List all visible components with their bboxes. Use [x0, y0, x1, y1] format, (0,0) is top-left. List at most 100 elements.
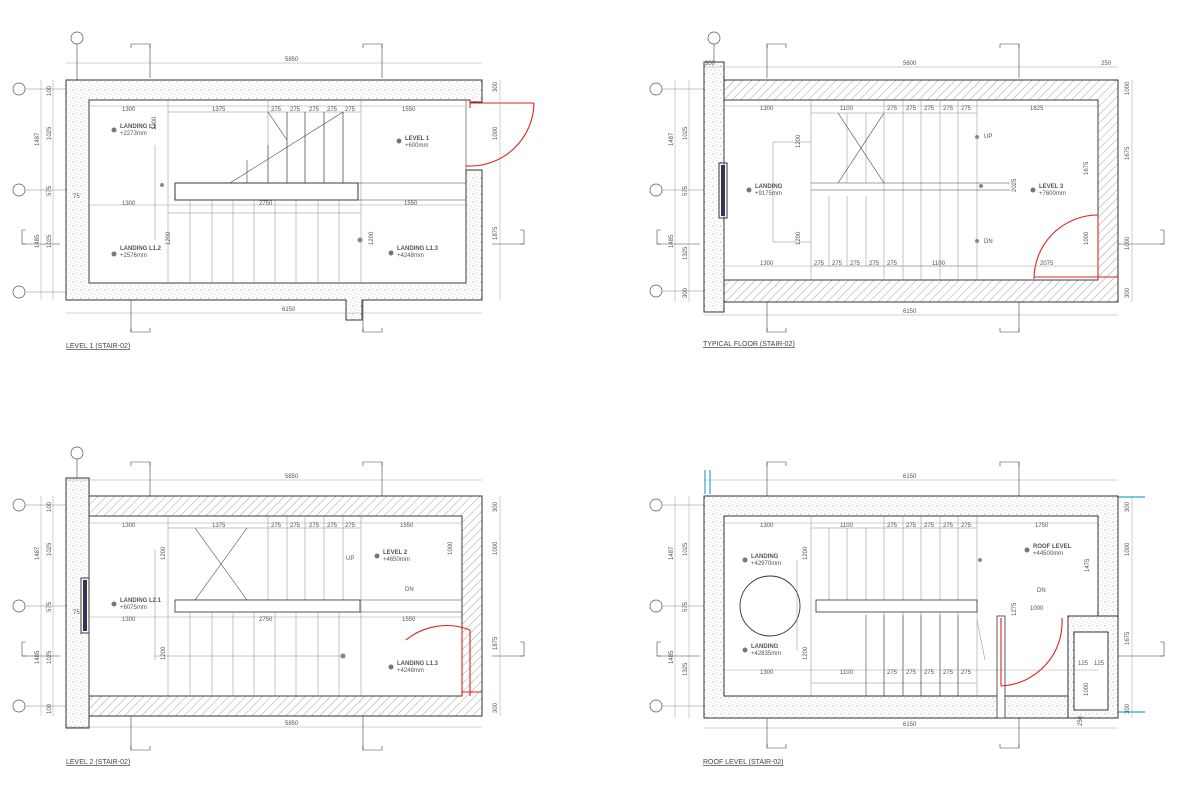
- landing-tag: ROOF LEVEL +44500mm: [1024, 544, 1072, 557]
- landing-tag: LEVEL 1 +600mm: [396, 136, 430, 149]
- dim-right: 300: [493, 501, 499, 512]
- dim-top-seg: 275: [961, 106, 972, 112]
- dim-top-seg: 275: [345, 107, 356, 113]
- dim-left: 1325: [683, 662, 689, 676]
- svg-text:+7600mm: +7600mm: [1039, 191, 1066, 197]
- dim-top-width: 5600: [903, 61, 917, 67]
- dim-right: 1000: [493, 541, 499, 555]
- dim-right: 1000: [1125, 236, 1131, 250]
- stair-treads: [772, 100, 1010, 280]
- door: [405, 624, 482, 696]
- dim-right: 1675: [1125, 146, 1131, 160]
- window-glass: [83, 580, 87, 631]
- dimensions: [674, 66, 1133, 316]
- dim-inner: 250: [1078, 715, 1084, 726]
- svg-text:LANDING: LANDING: [751, 554, 779, 560]
- dim-inner: 1000: [448, 541, 454, 555]
- dim-bot-seg: 275: [924, 670, 935, 676]
- dim-top-seg: 1300: [760, 523, 774, 529]
- dim-inner: 75: [73, 194, 80, 200]
- dim-left: 1487: [669, 546, 675, 560]
- dim-top-seg: 275: [943, 106, 954, 112]
- dim-top-seg: 1750: [1035, 523, 1049, 529]
- plan-typical: 5600 250 300 6150 1300 1100 275 275 275 …: [649, 31, 1165, 348]
- dim-top-right: 250: [1101, 61, 1112, 67]
- dim-bot-seg: 275: [906, 670, 917, 676]
- dim-inner: 1275: [1012, 602, 1018, 616]
- dim-left: 1025: [47, 126, 53, 140]
- dim-left: 1485: [35, 650, 41, 664]
- dim-inner: 1200: [796, 134, 802, 148]
- drawing-title: TYPICAL FLOOR (STAIR-02): [703, 341, 795, 348]
- dim-top-seg: 1300: [122, 523, 136, 529]
- dim-top-seg: 275: [906, 523, 917, 529]
- dim-bot-seg: 275: [943, 670, 954, 676]
- window-glass: [721, 165, 725, 216]
- dim-top-seg: 275: [327, 523, 338, 529]
- dim-inner: 1200: [161, 546, 167, 560]
- dim-right: 1875: [493, 226, 499, 240]
- dim-inner: 1000: [1084, 231, 1090, 245]
- svg-text:LANDING L1: LANDING L1: [120, 124, 157, 130]
- dim-bottom-width: 6150: [903, 309, 917, 315]
- dim-top-seg: 1550: [402, 107, 416, 113]
- svg-text:LEVEL 1: LEVEL 1: [405, 136, 430, 142]
- dim-top-seg: 275: [290, 523, 301, 529]
- dim-top-seg: 275: [943, 523, 954, 529]
- dim-top-seg: 275: [924, 106, 935, 112]
- svg-text:+9175mm: +9175mm: [755, 191, 782, 197]
- dim-mid-seg: 1300: [122, 617, 136, 623]
- drawing-title: LEVEL 1 (STAIR-02): [66, 343, 130, 350]
- dim-right: 1000: [1125, 81, 1131, 95]
- dim-top-seg: 275: [345, 523, 356, 529]
- dim-top-seg: 275: [924, 523, 935, 529]
- dim-left: 1487: [669, 132, 675, 146]
- dim-top-seg: 275: [887, 523, 898, 529]
- dim-top-width: 5850: [285, 57, 299, 63]
- landing-tag: LANDING +42970mm: [742, 554, 781, 567]
- dim-top-seg: 275: [271, 523, 282, 529]
- dim-top-seg: 275: [961, 523, 972, 529]
- dim-left: 1485: [669, 234, 675, 248]
- drawing-title: ROOF LEVEL (STAIR-02): [703, 759, 784, 766]
- dim-inner: 1200: [166, 231, 172, 245]
- dim-top-width: 6150: [903, 474, 917, 480]
- dim-left: 1025: [47, 234, 53, 248]
- plan-roof: 6150 6150 1300 1100 275 275 275 275 275 …: [649, 461, 1165, 766]
- dim-bot-seg: 1100: [840, 670, 854, 676]
- svg-text:LANDING L2.1: LANDING L2.1: [120, 598, 162, 604]
- dim-top-seg: 1100: [840, 106, 854, 112]
- dim-bot-seg: 275: [887, 670, 898, 676]
- landing-tag: LEVEL 3 +7600mm: [1030, 184, 1066, 197]
- section-marks: [21, 43, 525, 333]
- svg-text:ROOF LEVEL: ROOF LEVEL: [1033, 544, 1072, 550]
- dim-bot-seg: 1300: [760, 261, 774, 267]
- dim-inner: 1200: [161, 646, 167, 660]
- dim-left: 575: [47, 185, 53, 196]
- dim-right: 1675: [1125, 631, 1131, 645]
- label-up: UP: [346, 556, 354, 562]
- drawing-title: LEVEL 2 (STAIR-02): [66, 759, 130, 766]
- landing-tag: LANDING L1.2 +2576mm: [111, 246, 162, 259]
- dim-mid-seg: 1300: [122, 201, 136, 207]
- shaft: [1073, 631, 1109, 711]
- section-marks: [21, 461, 525, 751]
- label-dn: DN: [1037, 588, 1046, 594]
- svg-text:LANDING L1.2: LANDING L1.2: [120, 246, 162, 252]
- stair-treads: [154, 516, 462, 696]
- dim-top-seg: 1550: [400, 523, 414, 529]
- dim-bot-seg: 1000: [1030, 606, 1044, 612]
- section-marks: [656, 461, 1165, 749]
- dim-top-seg: 275: [887, 106, 898, 112]
- dimensions: [40, 479, 501, 728]
- dim-inner: 1000: [1084, 682, 1090, 696]
- dim-bottom-width: 6150: [903, 722, 917, 728]
- svg-text:+2576mm: +2576mm: [120, 253, 147, 259]
- dim-top-seg: 1375: [212, 107, 226, 113]
- dim-inner: 125: [1094, 661, 1105, 667]
- dim-top-seg: 275: [290, 107, 301, 113]
- door: [1033, 214, 1118, 280]
- dim-inner: 1200: [803, 546, 809, 560]
- svg-text:+6075mm: +6075mm: [120, 605, 147, 611]
